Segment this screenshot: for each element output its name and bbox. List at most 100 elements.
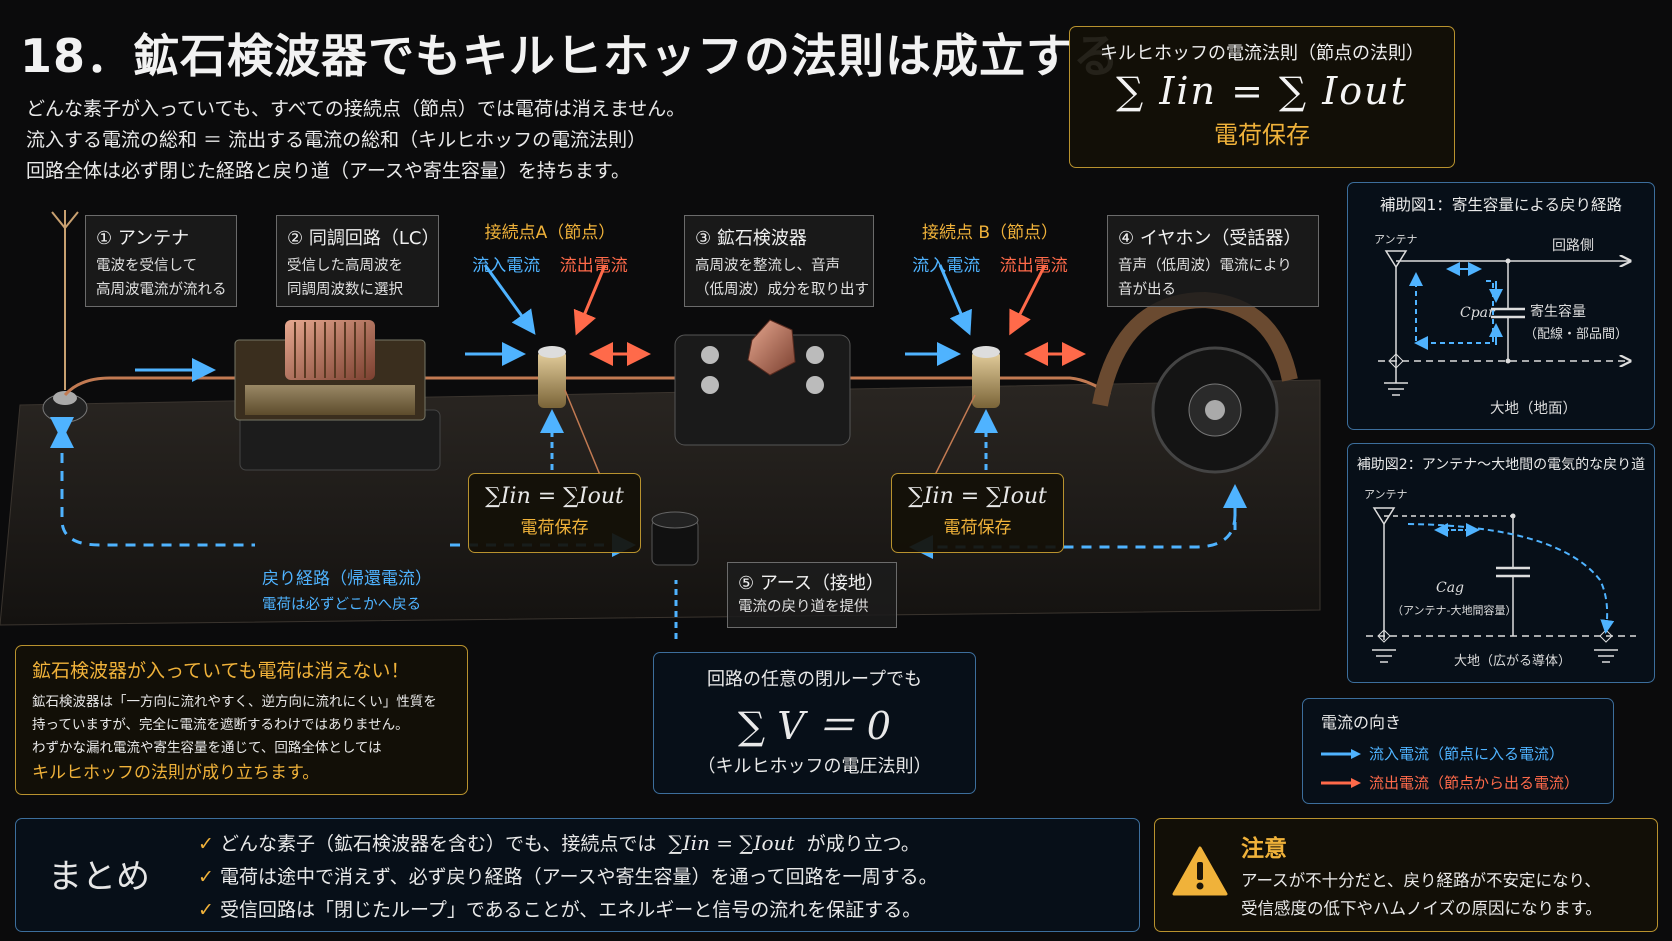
aux2-antenna-label: アンテナ	[1364, 488, 1408, 501]
detector-title: ③ 鉱石検波器	[695, 228, 807, 249]
earth-terminal	[651, 511, 699, 566]
aux2-cap-sub: （アンテナ-大地間容量）	[1392, 604, 1517, 617]
aux1-antenna-label: アンテナ	[1374, 233, 1418, 246]
caution-title: 注意	[1241, 836, 1287, 862]
legend-out-label: 流出電流（節点から出る電流）	[1369, 774, 1580, 792]
node-a-terminal	[538, 346, 566, 408]
summary-item: ✓ 電荷は途中で消えず、必ず戻り経路（アースや寄生容量）を通って回路を一周する。	[198, 861, 938, 894]
node-b-note: 電荷保存	[943, 518, 1012, 538]
tuning-circuit-device	[234, 320, 441, 471]
earth-desc: 電流の戻り道を提供	[738, 599, 869, 615]
earphone-label: ④ イヤホン（受話器） 音声（低周波）電流により 音が出る	[1107, 215, 1319, 307]
aux2-diagram	[1366, 507, 1636, 663]
page-title: 18．鉱石検波器でもキルヒホッフの法則は成立する	[20, 29, 1121, 83]
node-a-label: 接続点A（節点） 流入電流 流出電流	[465, 218, 635, 276]
kvl-box: 回路の任意の閉ループでも ∑ V ＝ 0 （キルヒホッフの電圧法則）	[653, 652, 976, 794]
aux1-cap-symbol: Cpar	[1460, 305, 1495, 321]
summary-items: ✓ どんな素子（鉱石検波器を含む）でも、接続点では ∑Iin = ∑Iout が…	[198, 827, 938, 927]
aux1-title: 補助図1：寄生容量による戻り経路	[1380, 196, 1622, 214]
detector-note-line: わずかな漏れ電流や寄生容量を通じて、回路全体としては	[32, 740, 382, 756]
tuning-title: ② 同調回路（LC）	[287, 228, 440, 249]
caution-box: 注意 アースが不十分だと、戻り経路が不安定になり、 受信感度の低下やハムノイズの…	[1154, 818, 1658, 932]
antenna-desc: 電波を受信して	[96, 258, 198, 274]
kvl-formula: ∑ V ＝ 0	[738, 704, 891, 748]
circuit-illustration	[0, 210, 1321, 640]
summary-text: 電荷は途中で消えず、必ず戻り経路（アースや寄生容量）を通って回路を一周する。	[219, 866, 938, 888]
earth-title: ⑤ アース（接地）	[738, 573, 884, 594]
detector-note-line: 持っていますが、完全に電流を遮断するわけではありません。	[32, 717, 409, 733]
wooden-board	[0, 379, 1321, 626]
kcl-heading: キルヒホッフの電流法則（節点の法則）	[1100, 43, 1424, 64]
detector-note-highlight: キルヒホッフの法則が成り立ちます。	[32, 763, 320, 783]
intro-line: どんな素子が入っていても、すべての接続点（節点）では電荷は消えません。	[26, 98, 686, 120]
node-b-in: 流入電流	[912, 256, 981, 276]
aux1-cap-sub: （配線・部品間）	[1524, 327, 1629, 342]
caution-line: 受信感度の低下やハムノイズの原因になります。	[1241, 899, 1602, 918]
legend-title: 電流の向き	[1321, 713, 1402, 732]
antenna-icon	[1384, 250, 1408, 269]
detector-desc: 高周波を整流し、音声	[695, 258, 840, 274]
aux1-cap-label: 寄生容量	[1530, 304, 1586, 320]
antenna-title: ① アンテナ	[96, 228, 190, 249]
return-path-sub: 電荷は必ずどこかへ戻る	[262, 597, 422, 613]
summary-item: ✓ どんな素子（鉱石検波器を含む）でも、接続点では ∑Iin = ∑Iout が…	[198, 827, 938, 861]
summary-text: どんな素子（鉱石検波器を含む）でも、接続点では	[219, 833, 657, 855]
summary-item: ✓ 受信回路は「閉じたループ」であることが、エネルギーと信号の流れを保証する。	[198, 894, 938, 927]
return-path-right	[909, 514, 1237, 559]
intro-text: どんな素子が入っていても、すべての接続点（節点）では電荷は消えません。 流入する…	[26, 94, 685, 187]
antenna-desc: 高周波電流が流れる	[96, 282, 227, 298]
aux1-diagram	[1378, 250, 1654, 396]
node-b-out: 流出電流	[999, 256, 1068, 276]
node-b-title: 接続点 B（節点）	[921, 223, 1059, 243]
crystal-detector-device	[674, 319, 851, 446]
check-icon: ✓	[198, 833, 214, 855]
aux2-cap-symbol: Cag	[1436, 580, 1465, 596]
detector-note-line: 鉱石検波器は「一方向に流れやすく、逆方向に流れにくい」性質を	[32, 694, 437, 710]
node-a-note: 電荷保存	[520, 518, 589, 538]
caution-line: アースが不十分だと、戻り経路が不安定になり、	[1241, 871, 1601, 890]
summary-text: が成り立つ。	[806, 833, 920, 855]
tuning-desc: 受信した高周波を	[287, 258, 403, 274]
kcl-note: 電荷保存	[1214, 121, 1310, 149]
earphone-desc: 音が出る	[1118, 282, 1176, 298]
return-path-label: 戻り経路（帰還電流） 電荷は必ずどこかへ戻る	[262, 564, 432, 614]
legend-in-arrow	[1321, 748, 1361, 759]
node-a-title: 接続点A（節点）	[484, 223, 616, 243]
node-b-formula: ∑Iin = ∑Iout	[908, 484, 1047, 509]
intro-line: 流入する電流の総和 ＝ 流出する電流の総和（キルヒホッフの電流法則）	[26, 129, 647, 151]
aux1-ground-label: 大地（地面）	[1490, 401, 1577, 417]
legend-box: 電流の向き 流入電流（節点に入る電流） 流出電流（節点から出る電流）	[1302, 698, 1614, 804]
kcl-box: キルヒホッフの電流法則（節点の法則） ∑ Iin = ∑ Iout 電荷保存	[1069, 26, 1455, 168]
node-a-formula: ∑Iin = ∑Iout	[485, 484, 624, 509]
legend-out-arrow	[1321, 777, 1361, 788]
detector-note-heading: 鉱石検波器が入っていても電荷は消えない！	[32, 660, 410, 682]
check-icon: ✓	[198, 866, 214, 888]
node-a-in: 流入電流	[472, 256, 541, 276]
earphone-desc: 音声（低周波）電流により	[1118, 258, 1292, 274]
aux1-circuit-label: 回路側	[1552, 238, 1594, 254]
node-a-formula-box: ∑Iin = ∑Iout 電荷保存	[468, 473, 641, 553]
node-b-label: 接続点 B（節点） 流入電流 流出電流	[900, 218, 1080, 276]
detector-note-box: 鉱石検波器が入っていても電荷は消えない！ 鉱石検波器は「一方向に流れやすく、逆方…	[15, 645, 468, 795]
aux2-ground-label: 大地（広がる導体）	[1454, 654, 1572, 669]
kvl-heading: 回路の任意の閉ループでも	[707, 669, 922, 690]
earphone-title: ④ イヤホン（受話器）	[1118, 228, 1302, 249]
node-a-out: 流出電流	[559, 256, 628, 276]
detector-label: ③ 鉱石検波器 高周波を整流し、音声 （低周波）成分を取り出す	[684, 215, 874, 307]
aux2-title: 補助図2：アンテナ〜大地間の電気的な戻り道	[1356, 457, 1646, 473]
warning-icon	[1172, 846, 1228, 896]
summary-label: まとめ	[48, 857, 150, 897]
detector-desc: （低周波）成分を取り出す	[695, 282, 869, 298]
kcl-formula: ∑ Iin = ∑ Iout	[1116, 69, 1408, 113]
earth-label: ⑤ アース（接地） 電流の戻り道を提供	[727, 562, 897, 628]
tuning-desc: 同調周波数に選択	[287, 282, 403, 298]
kvl-note: （キルヒホッフの電圧法則）	[697, 756, 932, 777]
intro-line: 回路全体は必ず閉じた経路と戻り道（アースや寄生容量）を持ちます。	[26, 160, 631, 182]
tuning-label: ② 同調回路（LC） 受信した高周波を 同調周波数に選択	[276, 215, 439, 307]
node-b-terminal	[972, 346, 1000, 408]
antenna-label: ① アンテナ 電波を受信して 高周波電流が流れる	[85, 215, 237, 307]
summary-text: 受信回路は「閉じたループ」であることが、エネルギーと信号の流れを保証する。	[219, 899, 922, 921]
aux-figure-1: 補助図1：寄生容量による戻り経路 アンテナ 回路側 Cpar 寄生容量 （配線・…	[1347, 182, 1655, 430]
check-icon: ✓	[198, 899, 214, 921]
return-path-title: 戻り経路（帰還電流）	[262, 569, 432, 589]
